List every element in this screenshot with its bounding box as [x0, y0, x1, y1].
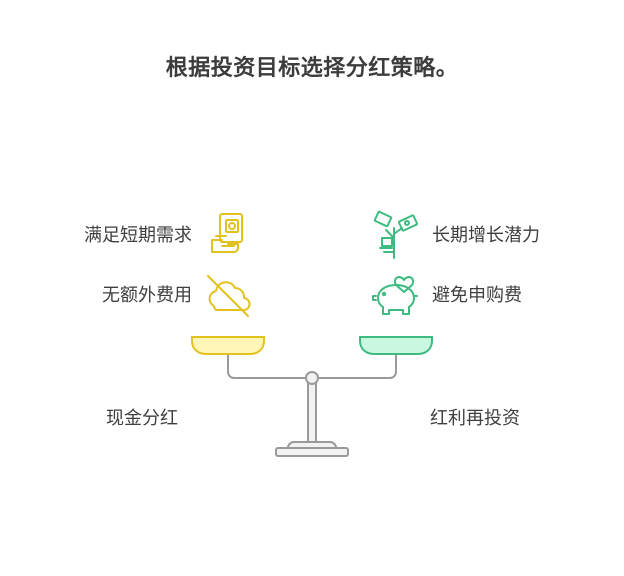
left-benefit-1: 满足短期需求	[84, 225, 192, 246]
piggy-bank-heart-icon	[372, 276, 418, 315]
cash-hand-icon	[211, 213, 243, 253]
left-option-label: 现金分红	[106, 408, 178, 429]
scale-base	[275, 441, 349, 457]
diagram-title: 根据投资目标选择分红策略。	[165, 56, 459, 81]
no-cloud-icon	[207, 275, 251, 317]
left-pan	[191, 336, 265, 355]
right-option-label: 红利再投资	[430, 408, 520, 429]
money-plant-icon	[373, 210, 419, 259]
right-benefit-1: 长期增长潜力	[432, 225, 540, 246]
scale-pillar	[305, 371, 319, 443]
left-benefit-2: 无额外费用	[102, 285, 192, 306]
right-benefit-2: 避免申购费	[432, 285, 522, 306]
right-pan	[359, 336, 433, 355]
